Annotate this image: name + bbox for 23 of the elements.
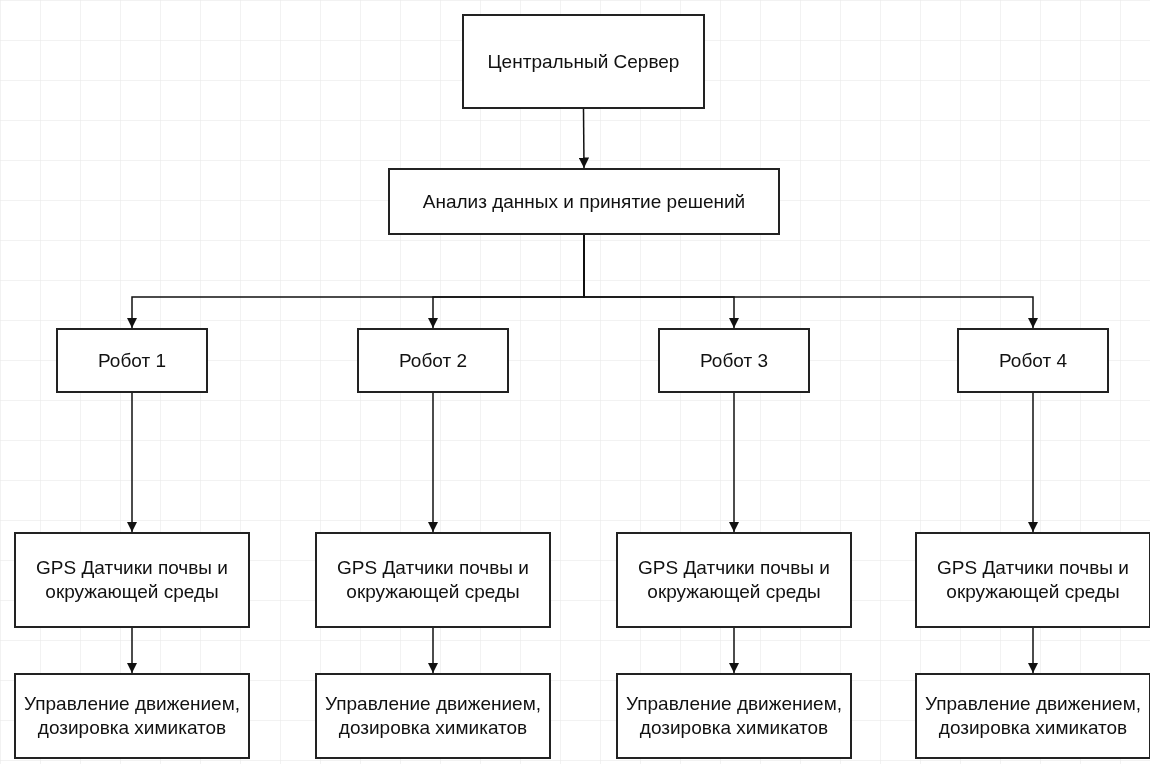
arrow — [728, 627, 740, 674]
arrow — [578, 108, 590, 169]
robot-box: Робот 2 — [357, 328, 509, 393]
robot-box: Робот 3 — [658, 328, 810, 393]
sensor-box: GPS Датчики почвы и окружающей среды — [616, 532, 852, 628]
arrow — [1027, 627, 1039, 674]
arrow — [126, 392, 138, 533]
server-box: Центральный Сервер — [462, 14, 705, 109]
control-box: Управление движением, дозировка химикатов — [315, 673, 551, 759]
robot-box: Робот 1 — [56, 328, 208, 393]
arrow — [1027, 392, 1039, 533]
sensor-box: GPS Датчики почвы и окружающей среды — [315, 532, 551, 628]
control-box: Управление движением, дозировка химикатов — [616, 673, 852, 759]
robot-box: Робот 4 — [957, 328, 1109, 393]
process-box: Анализ данных и принятие решений — [388, 168, 780, 235]
sensor-box: GPS Датчики почвы и окружающей среды — [915, 532, 1150, 628]
arrow — [427, 392, 439, 533]
arrow — [728, 392, 740, 533]
sensor-box: GPS Датчики почвы и окружающей среды — [14, 532, 250, 628]
arrow — [427, 627, 439, 674]
arrow — [126, 627, 138, 674]
control-box: Управление движением, дозировка химикатов — [14, 673, 250, 759]
control-box: Управление движением, дозировка химикатов — [915, 673, 1150, 759]
